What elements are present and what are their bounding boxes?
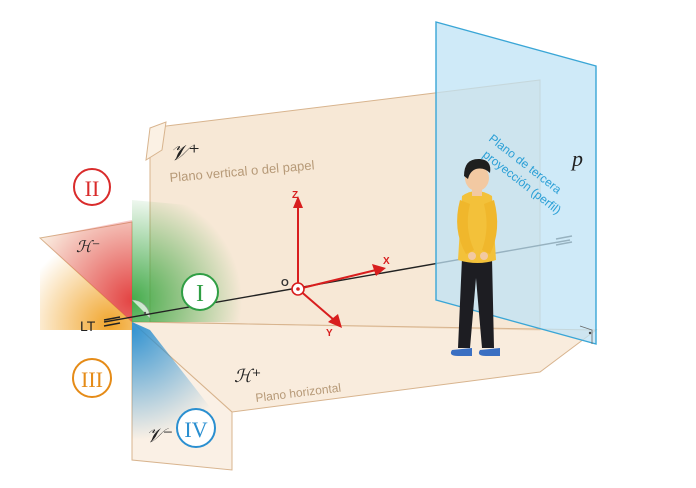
quadrant-2-badge: II <box>73 168 111 206</box>
quadrant-2-label: II <box>85 176 100 201</box>
origin-label: O <box>281 278 289 289</box>
quadrant-1-badge: I <box>181 273 219 311</box>
axes <box>291 196 386 328</box>
axis-x-label: X <box>383 256 390 267</box>
quadrant-2-glow <box>40 220 132 322</box>
plane-vertical-symbol: 𝒱⁺ <box>170 140 200 165</box>
quadrant-4-label: IV <box>184 417 207 442</box>
right-angle-dot <box>143 311 147 315</box>
ground-line-label: LT <box>80 318 96 334</box>
axis-x-line <box>297 269 377 290</box>
plane-horizontal-symbol: ℋ⁺ <box>234 366 261 386</box>
quadrant-1-label: I <box>196 281 204 307</box>
plane-profile-symbol: p <box>570 146 583 171</box>
quadrant-4-badge: IV <box>176 408 216 448</box>
axis-z-label: Z <box>292 190 298 201</box>
plane-horizontal-neg-symbol: ℋ⁻ <box>76 239 100 256</box>
quadrant-1-glow <box>132 200 242 322</box>
quadrant-3-label: III <box>81 367 103 392</box>
axis-y-line <box>297 288 335 321</box>
plane-vertical-neg-symbol: 𝒱⁻ <box>146 425 173 447</box>
quadrant-4-glow <box>132 322 220 440</box>
person-figure <box>450 158 500 356</box>
axis-y-label: Y <box>326 328 333 339</box>
quadrant-3-badge: III <box>72 358 112 398</box>
